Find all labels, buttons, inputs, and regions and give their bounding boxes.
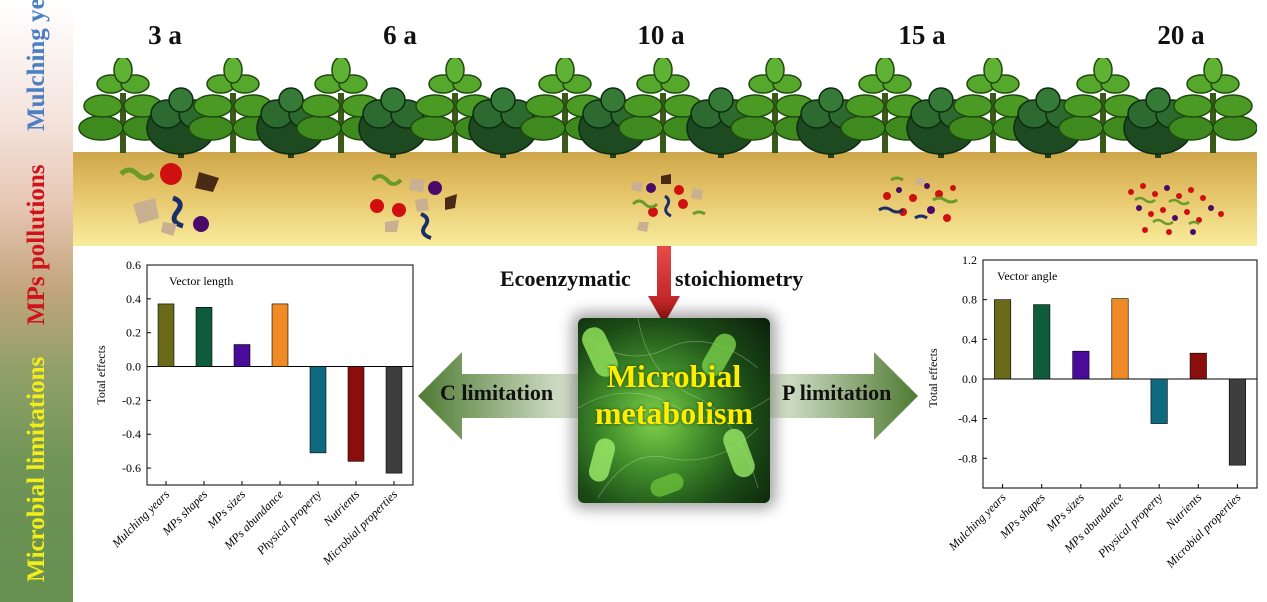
y-tick-label: 0.0 (962, 372, 977, 386)
year-label-5: 20 a (1157, 20, 1205, 50)
y-tick-label: -0.4 (122, 427, 141, 441)
bar-mulching-years (994, 299, 1012, 380)
bar-mps-sizes (233, 344, 251, 367)
y-tick-label: -0.4 (958, 412, 977, 426)
bar-physical-property (1150, 378, 1168, 424)
y-tick-label: 0.6 (126, 258, 141, 272)
bar-nutrients (347, 366, 365, 462)
bar-mps-abundance (271, 303, 289, 367)
bar-physical-property (309, 366, 327, 454)
x-tick-label: Microbial properties (1163, 490, 1244, 571)
bar-mps-shapes (195, 307, 213, 367)
y-tick-label: -0.6 (122, 461, 141, 475)
bar-microbial-properties (385, 366, 403, 474)
microplastic-clusters (119, 163, 1224, 240)
p-limitation-label: P limitation (782, 380, 892, 405)
bars (157, 303, 403, 474)
y-axis-label: Total effects (94, 345, 108, 405)
side-band (0, 0, 73, 602)
year-label-1: 3 a (148, 20, 182, 50)
bars (994, 298, 1246, 466)
microplastic-cluster-6a (370, 174, 457, 240)
vector-angle-chart: Vector angle Total effects 1.2 0.8 0.4 0.0 -… (926, 253, 1258, 571)
y-axis-ticks: 1.2 0.8 0.4 0.0 -0.4 -0.8 (958, 253, 1257, 465)
y-tick-label: 0.4 (962, 332, 977, 346)
y-tick-label: 0.0 (126, 360, 141, 374)
y-tick-label: 0.4 (126, 292, 141, 306)
x-tick-label: Physical property (253, 487, 324, 558)
x-tick-label: Mulching years (945, 490, 1009, 554)
microplastic-cluster-3a (119, 163, 219, 236)
bar-mps-abundance (1111, 298, 1129, 380)
soil-layer (73, 152, 1257, 246)
vector-length-chart: Vector length Total effects 0.6 0.4 0.2 0.0… (94, 258, 414, 568)
year-label-4: 15 a (898, 20, 946, 50)
c-limitation-label: C limitation (440, 380, 554, 405)
bar-mps-sizes (1072, 350, 1090, 380)
bar-mps-shapes (1033, 304, 1051, 380)
plant-row (78, 58, 1257, 158)
y-tick-label: 1.2 (962, 253, 977, 267)
y-tick-label: 0.2 (126, 326, 141, 340)
y-tick-label: 0.8 (962, 293, 977, 307)
down-arrow (648, 246, 680, 324)
side-label-microbial-limitations: Microbial limitations (22, 356, 50, 582)
microbial-metabolism-title: Microbial metabolism (594, 358, 754, 431)
left-arrow (418, 352, 583, 440)
bar-nutrients (1189, 352, 1207, 380)
microbial-image: Microbial metabolism (578, 318, 770, 503)
side-label-mulching-years: Mulching years (22, 0, 50, 131)
year-label-3: 10 a (637, 20, 685, 50)
x-tick-label: Mulching years (108, 487, 172, 551)
bar-mulching-years (157, 303, 175, 367)
side-label-mps-pollutions: MPs pollutions (22, 164, 50, 325)
chart-frame (146, 264, 414, 486)
year-label-2: 6 a (383, 20, 417, 50)
process-label-right: stoichiometry (675, 266, 804, 291)
chart-title: Vector length (169, 274, 233, 288)
bar-microbial-properties (1228, 378, 1246, 466)
y-axis-label: Total effects (926, 348, 940, 408)
bacteria-illustration (578, 318, 770, 499)
chart-title: Vector angle (997, 269, 1057, 283)
microplastic-cluster-20a (1128, 183, 1224, 235)
right-arrow (766, 352, 918, 440)
y-tick-label: -0.2 (122, 393, 141, 407)
microplastic-cluster-10a (631, 174, 706, 232)
microplastic-cluster-15a (878, 176, 958, 222)
process-label-left: Ecoenzymatic (500, 266, 631, 291)
y-tick-label: -0.8 (958, 451, 977, 465)
